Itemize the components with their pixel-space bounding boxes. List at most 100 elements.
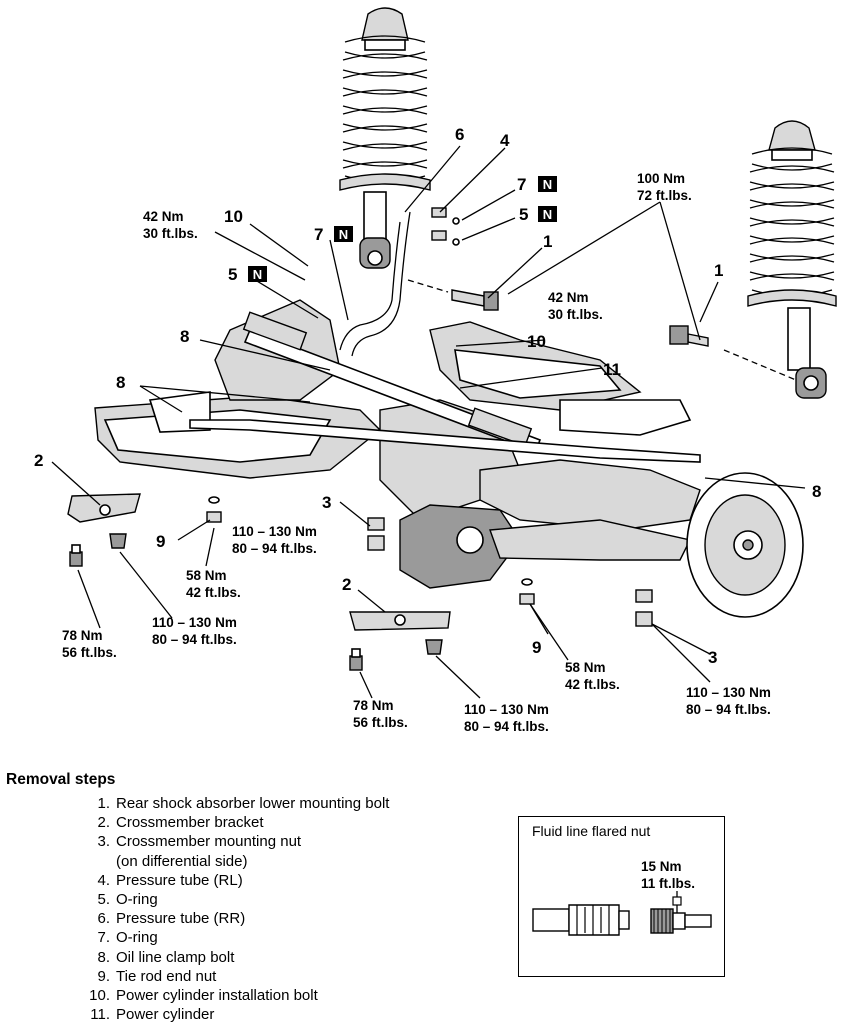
callout-9: 9: [532, 638, 541, 657]
step-text: Rear shock absorber lower mounting bolt: [116, 795, 390, 812]
torque-ftlbs: 42 ft.lbs.: [186, 585, 241, 600]
step-number: 2.: [97, 814, 110, 832]
callout-2: 2: [34, 451, 43, 470]
torque-ftlbs: 30 ft.lbs.: [548, 307, 603, 322]
torque-nm: 100 Nm: [637, 171, 685, 186]
removal-steps-list: 1. Rear shock absorber lower mounting bol…: [6, 794, 486, 1024]
new-part-badge: N: [543, 177, 552, 192]
torque-ftlbs: 30 ft.lbs.: [143, 226, 198, 241]
step-number: 7.: [97, 929, 110, 947]
torque-nm: 110 – 130 Nm: [464, 702, 549, 717]
step-text: (on differential side): [116, 852, 248, 870]
step-number: 11.: [90, 1006, 110, 1024]
step-text: Crossmember bracket: [116, 814, 264, 832]
step-text: Power cylinder installation bolt: [116, 987, 318, 1005]
power-cylinder: [189, 311, 701, 463]
step-text: Pressure tube (RR): [116, 910, 246, 928]
inset-torque-ftlbs: 11 ft.lbs.: [641, 876, 696, 891]
new-part-badges: N N N N: [248, 176, 557, 282]
shock-lower-bolts: [451, 289, 709, 347]
step-text: Crossmember mounting nut: [116, 833, 302, 851]
rear-brake-drum: [686, 472, 804, 618]
callout-1: 1: [714, 261, 723, 280]
callout-10: 10: [527, 332, 546, 351]
removal-steps-heading: Removal steps: [6, 771, 116, 788]
step-item: 9. Tie rod end nut: [86, 967, 486, 986]
callout-4: 4: [500, 131, 510, 150]
callout-3: 3: [322, 493, 331, 512]
callout-7: 7: [517, 175, 526, 194]
flared-nut-illustration: [532, 891, 712, 936]
step-item: 5. O-ring: [86, 890, 486, 909]
torque-ftlbs: 42 ft.lbs.: [565, 677, 620, 692]
torque-nm: 78 Nm: [62, 628, 103, 643]
fluid-line-flared-nut-inset: Fluid line flared nut 15 Nm 11 ft.lbs.: [518, 816, 725, 977]
step-number: 6.: [97, 910, 110, 928]
callout-3: 3: [708, 648, 717, 667]
torque-ftlbs: 56 ft.lbs.: [62, 645, 117, 660]
step-text: Tie rod end nut: [116, 967, 217, 985]
torque-nm: 110 – 130 Nm: [232, 524, 317, 539]
torque-ftlbs: 80 – 94 ft.lbs.: [152, 632, 237, 647]
inset-title: Fluid line flared nut: [532, 823, 651, 839]
step-text: O-ring: [116, 929, 158, 947]
step-number: 1.: [97, 795, 110, 812]
callout-2: 2: [342, 575, 351, 594]
step-item: (on differential side): [86, 852, 486, 871]
removal-steps: Removal steps 1. Rear shock absorber lowe…: [6, 771, 486, 1024]
callout-numbers: 6 4 7 5 10 7 1 5 1 8 10 11 8 8 2 9 3 2 9…: [34, 125, 821, 667]
step-item: 4. Pressure tube (RL): [86, 871, 486, 890]
callout-8: 8: [180, 327, 189, 346]
step-item: 3. Crossmember mounting nut: [86, 832, 486, 851]
callout-5: 5: [228, 265, 237, 284]
step-text: O-ring: [116, 891, 158, 909]
callout-8: 8: [116, 373, 125, 392]
right-shock-absorber-assembly: [747, 120, 837, 399]
torque-nm: 110 – 130 Nm: [152, 615, 237, 630]
inset-torque-nm: 15 Nm: [641, 859, 682, 874]
torque-ftlbs: 80 – 94 ft.lbs.: [686, 702, 771, 717]
new-part-badge: N: [543, 207, 552, 222]
callout-1: 1: [543, 232, 552, 251]
leader-lines: [51, 145, 806, 699]
step-number: 10.: [89, 987, 110, 1005]
callout-6: 6: [455, 125, 464, 144]
callout-9: 9: [156, 532, 165, 551]
step-item: 2. Crossmember bracket: [86, 813, 486, 832]
callout-8: 8: [812, 482, 821, 501]
torque-nm: 42 Nm: [548, 290, 589, 305]
step-item: 11. Power cylinder: [86, 1005, 486, 1024]
new-part-badge: N: [339, 227, 348, 242]
step-item: 7. O-ring: [86, 928, 486, 947]
left-shock-absorber-assembly: [339, 7, 431, 269]
step-item: 6. Pressure tube (RR): [86, 909, 486, 928]
step-text: Oil line clamp bolt: [116, 948, 235, 966]
step-text: Pressure tube (RL): [116, 871, 243, 889]
step-number: 9.: [97, 967, 110, 985]
torque-ftlbs: 56 ft.lbs.: [353, 715, 408, 730]
step-number: 5.: [97, 891, 110, 909]
step-number: 3.: [97, 833, 110, 851]
step-item: 1. Rear shock absorber lower mounting bol…: [86, 794, 486, 813]
torque-nm: 110 – 130 Nm: [686, 685, 771, 700]
step-number: 8.: [97, 948, 110, 966]
new-part-badge: N: [253, 267, 262, 282]
callout-7: 7: [314, 225, 323, 244]
torque-specs: 42 Nm 30 ft.lbs. 100 Nm 72 ft.lbs. 42 Nm…: [62, 171, 771, 734]
torque-nm: 58 Nm: [186, 568, 227, 583]
step-item: 10. Power cylinder installation bolt: [86, 986, 486, 1005]
callout-11: 11: [603, 360, 621, 379]
callout-10: 10: [224, 207, 243, 226]
pressure-tubes: [339, 207, 460, 357]
torque-ftlbs: 80 – 94 ft.lbs.: [464, 719, 549, 734]
torque-nm: 42 Nm: [143, 209, 184, 224]
torque-nm: 58 Nm: [565, 660, 606, 675]
step-number: 4.: [97, 871, 110, 889]
torque-nm: 78 Nm: [353, 698, 394, 713]
torque-ftlbs: 72 ft.lbs.: [637, 188, 692, 203]
step-item: 8. Oil line clamp bolt: [86, 948, 486, 967]
step-text: Power cylinder: [116, 1006, 215, 1024]
torque-ftlbs: 80 – 94 ft.lbs.: [232, 541, 317, 556]
callout-5: 5: [519, 205, 528, 224]
